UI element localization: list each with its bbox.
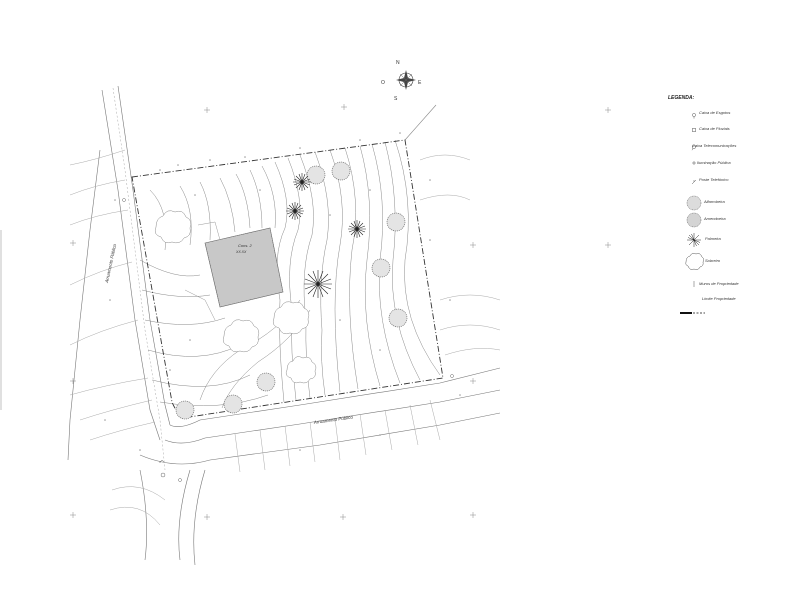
manhole-icon bbox=[692, 113, 696, 119]
palm-tree-icon bbox=[348, 220, 366, 238]
legend-item-street-light: Iluminação Pública bbox=[697, 160, 731, 165]
almond-tree-icon bbox=[256, 372, 276, 392]
cork-oak-icon bbox=[685, 253, 705, 270]
legend-title: LEGENDA: bbox=[668, 95, 695, 101]
manhole-icon bbox=[178, 478, 182, 482]
palm-trees bbox=[286, 173, 366, 298]
legend-item-palm-tree: Palmeira bbox=[705, 236, 721, 241]
grid-crosses bbox=[70, 104, 611, 520]
legend-item-almond-tree: Amendoeira bbox=[704, 216, 726, 221]
compass-south: S bbox=[394, 96, 398, 102]
building-sub: XX.XX bbox=[235, 250, 247, 254]
street-light-icon bbox=[692, 161, 696, 165]
manhole-icon bbox=[160, 472, 166, 478]
manhole-icon bbox=[450, 374, 454, 378]
contour-lines bbox=[139, 139, 441, 409]
drain-box-icon bbox=[692, 128, 696, 132]
almond-tree-icon bbox=[371, 258, 391, 278]
compass-east: E bbox=[418, 80, 422, 86]
almond-tree-icon bbox=[686, 212, 702, 228]
legend-item-telecom-box: Caixa Telecomunicações bbox=[692, 143, 737, 148]
palm-tree-icon bbox=[304, 270, 332, 298]
legend-item-telephone-pole: Poste Telefónico bbox=[699, 177, 729, 182]
building-label: Cons. 2 bbox=[238, 243, 253, 248]
legend-item-wall: Muros de Propriedade bbox=[699, 281, 739, 286]
building: Cons. 2 XX.XX bbox=[204, 227, 284, 308]
legend-item-cork-oak: Sobreiro bbox=[705, 258, 721, 263]
street-label-west: Arruamento Público bbox=[104, 243, 117, 284]
almond-tree-icon bbox=[388, 308, 408, 328]
road-south bbox=[139, 367, 501, 566]
cork-oak-icon bbox=[272, 301, 310, 335]
legend-symbols bbox=[685, 113, 705, 287]
palm-tree-icon bbox=[286, 202, 304, 220]
palm-tree-icon bbox=[687, 233, 701, 247]
cork-oak-icon bbox=[285, 356, 317, 384]
almond-trees bbox=[175, 161, 408, 420]
telephone-pole-icon bbox=[691, 179, 697, 185]
almond-tree-icon bbox=[331, 161, 351, 181]
telecom-box-icon bbox=[691, 145, 696, 151]
compass-north: N bbox=[396, 60, 400, 66]
cork-oak-trees bbox=[154, 210, 317, 384]
legend-item-drain-box: Caixa de Pluviais bbox=[699, 126, 730, 131]
cork-oak-icon bbox=[154, 210, 192, 244]
palm-tree-icon bbox=[293, 173, 311, 191]
legend-item-boundary: Limite Propriedade bbox=[702, 296, 736, 301]
cork-oak-icon bbox=[222, 319, 260, 353]
road-west bbox=[67, 85, 171, 461]
legend-item-manhole: Caixa de Esgotos bbox=[699, 110, 731, 115]
almond-tree-icon bbox=[306, 165, 326, 185]
legend-item-carob-tree: Alfarrobeira bbox=[704, 199, 725, 204]
carob-tree-icon bbox=[686, 195, 702, 211]
manhole-icon bbox=[122, 198, 126, 202]
compass-west: O bbox=[381, 80, 385, 86]
compass-rose: N S O E bbox=[381, 60, 422, 102]
outer-contours bbox=[69, 149, 501, 526]
almond-tree-icon bbox=[175, 400, 195, 420]
almond-tree-icon bbox=[223, 394, 243, 414]
street-label-south: Arruamento Público bbox=[312, 414, 353, 425]
almond-tree-icon bbox=[386, 212, 406, 232]
